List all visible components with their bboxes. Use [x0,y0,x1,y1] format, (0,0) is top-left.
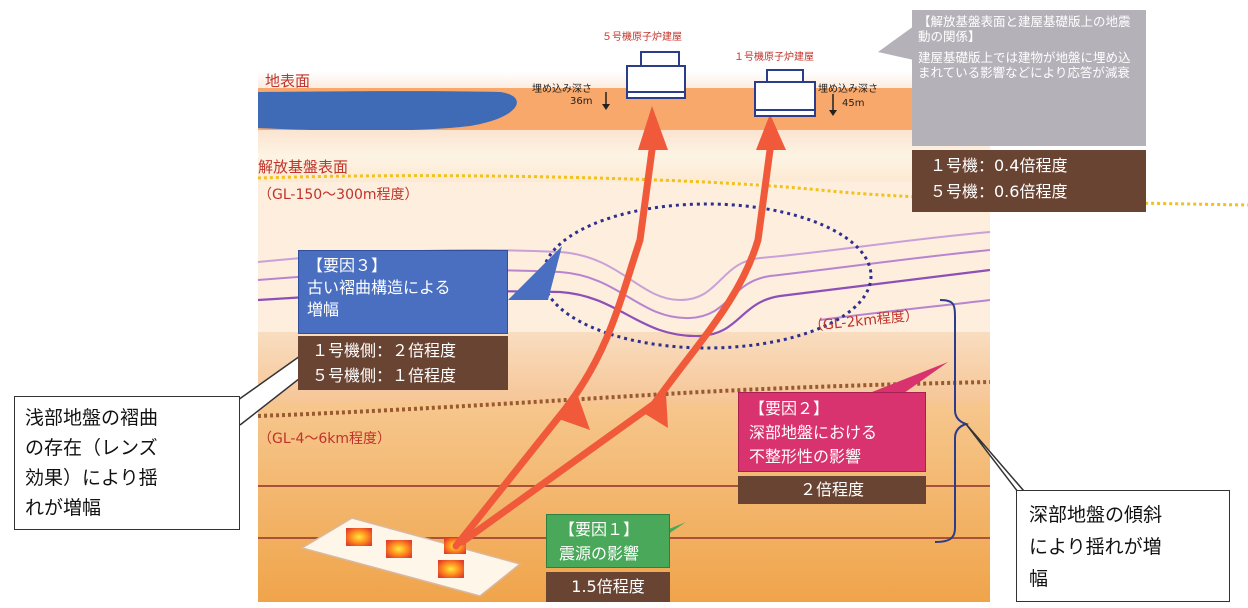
factor3-row-unit1: １号機側：２倍程度 [312,341,457,360]
relation-pointer [878,26,914,60]
callout-right-pointer [965,423,1031,499]
arrowhead-unit1 [756,114,786,150]
arrowhead-unit5 [638,106,668,150]
unit1-building-label: １号機原子炉建屋 [734,52,814,63]
arrow-path-unit5 [452,146,656,550]
factor3-values: １号機側：２倍程度 ５号機側：１倍程度 [298,336,508,390]
relation-box: 【解放基盤表面と建屋基礎版上の地震動の関係】 建屋基礎版上では建物が地盤に埋め込… [912,10,1146,146]
unit1-depth-label: 埋め込み深さ [818,84,878,95]
factor3-box: 【要因３】 古い褶曲構造による 増幅 [298,250,508,334]
factor1-title: 【要因１】 [559,520,640,539]
factor1-body: 震源の影響 [559,544,640,563]
factor2-line2: 不整形性の影響 [749,447,862,466]
unit1-depth-value: 45m [842,98,865,109]
free-surface-label: 解放基盤表面 [258,158,349,176]
shallow-layer [258,130,990,182]
relation-row-unit5: ５号機：0.6倍程度 [930,182,1068,201]
gl-4-6km-label: （GL-4〜6km程度） [258,431,392,447]
gl-150-300-label: （GL-150〜300m程度） [258,187,419,203]
callout-left-line3: 効果）により揺 [25,467,158,489]
arrow-path-unit1 [458,146,774,546]
wave-arrows [452,146,774,550]
factor3-row-unit5: ５号機側：１倍程度 [312,366,457,385]
fold-zone-ellipse [541,202,873,350]
relation-box-body: 建屋基礎版上では建物が地盤に埋め込まれている影響などにより応答が減衰 [918,50,1131,80]
factor3-line2: 増幅 [307,300,340,319]
relation-values: １号機：0.4倍程度 ５号機：0.6倍程度 [912,150,1146,212]
factor1-box: 【要因１】 震源の影響 [546,514,670,568]
unit1-building [754,69,816,117]
factor3-line1: 古い褶曲構造による [307,278,451,297]
relation-box-title: 【解放基盤表面と建屋基礎版上の地震動の関係】 [918,14,1131,44]
arrow-heads [556,106,786,430]
source-patch-2 [386,540,412,558]
fold-line-4 [819,299,991,321]
unit5-depth-value: 36m [570,96,593,107]
ground-surface-label: 地表面 [265,72,311,90]
factor2-line1: 深部地盤における [749,423,878,442]
relation-row-unit1: １号機：0.4倍程度 [930,156,1068,175]
factor2-box: 【要因２】 深部地盤における 不整形性の影響 [738,392,926,472]
callout-right: 深部地盤の傾斜 により揺れが増 幅 [1016,490,1230,602]
factor2-value: ２倍程度 [738,476,926,504]
callout-left-line4: れが増幅 [25,497,102,519]
factor1-value: 1.5倍程度 [546,572,670,602]
sea-area [258,91,517,131]
callout-right-line3: 幅 [1029,568,1049,590]
source-patch-1 [346,528,372,546]
callout-right-line1: 深部地盤の傾斜 [1029,504,1163,526]
callout-left-line2: の存在（レンズ [25,437,158,459]
callout-left: 浅部地盤の褶曲 の存在（レンズ 効果）により揺 れが増幅 [14,396,240,530]
sky-band [258,72,990,90]
deep-slope-line [257,380,991,418]
arrowhead-a [556,396,590,430]
unit5-building [626,51,686,99]
factor3-title: 【要因３】 [307,256,388,275]
factor3-pointer [508,246,562,300]
source-patch-3 [438,560,464,578]
factor2-title: 【要因２】 [749,399,830,418]
unit5-building-label: ５号機原子炉建屋 [602,32,682,43]
callout-right-line2: により揺れが増 [1029,536,1162,558]
unit5-depth-label: 埋め込み深さ [532,84,592,95]
callout-left-line1: 浅部地盤の褶曲 [25,407,159,429]
arrowhead-b [642,394,668,428]
